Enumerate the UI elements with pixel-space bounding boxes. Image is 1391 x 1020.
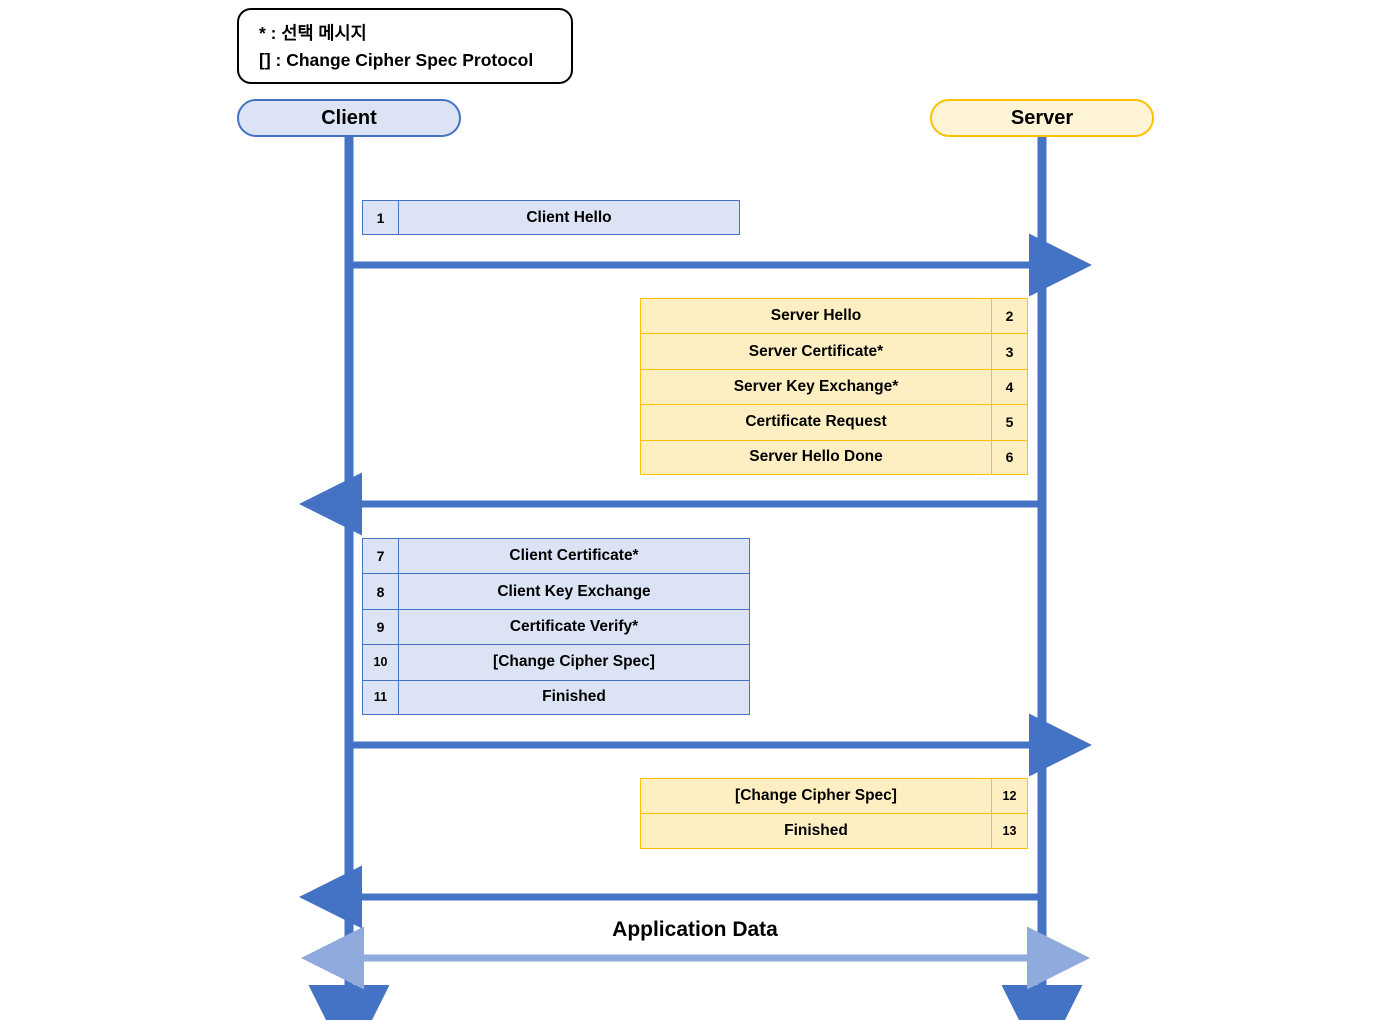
message-number: 5: [991, 405, 1027, 440]
message-block-client-hello: 1 Client Hello: [362, 200, 740, 236]
message-label: Server Certificate*: [748, 342, 884, 360]
message-row: [Change Cipher Spec] 12: [640, 778, 1028, 814]
message-row: Finished 13: [640, 813, 1028, 849]
message-label: Server Hello Done: [749, 448, 883, 466]
actor-server: Server: [930, 99, 1154, 137]
message-row: Server Key Exchange* 4: [640, 368, 1028, 405]
message-label: Certificate Request: [745, 413, 887, 431]
application-data-label: Application Data: [612, 918, 778, 941]
message-number: 10: [363, 645, 399, 680]
message-label: Server Hello: [770, 307, 862, 325]
message-block-server-hello: Server Hello 2 Server Certificate* 3 Ser…: [640, 298, 1028, 475]
actor-client: Client: [237, 99, 461, 137]
message-label: Finished: [784, 822, 848, 840]
message-number: 7: [363, 539, 399, 574]
message-number: 13: [991, 814, 1027, 848]
message-label: Client Hello: [526, 208, 612, 226]
legend-line-optional: * : 선택 메시지: [259, 23, 367, 43]
message-row: 1 Client Hello: [362, 200, 740, 236]
message-block-client-key-exchange: 7 Client Certificate* 8 Client Key Excha…: [362, 538, 750, 715]
message-label: Client Key Exchange: [497, 582, 651, 600]
legend-line-change-cipher-spec: [] : Change Cipher Spec Protocol: [259, 50, 534, 70]
message-number: 11: [363, 680, 399, 714]
message-row: 7 Client Certificate*: [362, 538, 750, 574]
message-label: [Change Cipher Spec]: [735, 787, 897, 805]
message-row: Server Hello 2: [640, 298, 1028, 334]
legend-box: * : 선택 메시지 [] : Change Cipher Spec Proto…: [237, 8, 573, 84]
message-row: 9 Certificate Verify*: [362, 608, 750, 645]
message-number: 12: [991, 779, 1027, 814]
message-number: 1: [363, 201, 399, 235]
message-number: 2: [991, 299, 1027, 334]
message-block-server-finished: [Change Cipher Spec] 12 Finished 13: [640, 778, 1028, 849]
message-row: 10 [Change Cipher Spec]: [362, 644, 750, 680]
message-number: 3: [991, 334, 1027, 369]
message-row: 8 Client Key Exchange: [362, 573, 750, 609]
message-number: 6: [991, 440, 1027, 474]
message-row: Server Hello Done 6: [640, 439, 1028, 475]
message-row: 11 Finished: [362, 679, 750, 715]
message-row: Certificate Request 5: [640, 404, 1028, 440]
message-label: Finished: [542, 688, 606, 706]
message-number: 9: [363, 609, 399, 645]
message-number: 4: [991, 369, 1027, 405]
message-number: 8: [363, 574, 399, 609]
message-label: [Change Cipher Spec]: [493, 653, 655, 671]
message-label: Client Certificate*: [509, 547, 639, 565]
message-label: Certificate Verify*: [509, 617, 639, 635]
message-label: Server Key Exchange*: [733, 377, 899, 395]
message-row: Server Certificate* 3: [640, 333, 1028, 369]
